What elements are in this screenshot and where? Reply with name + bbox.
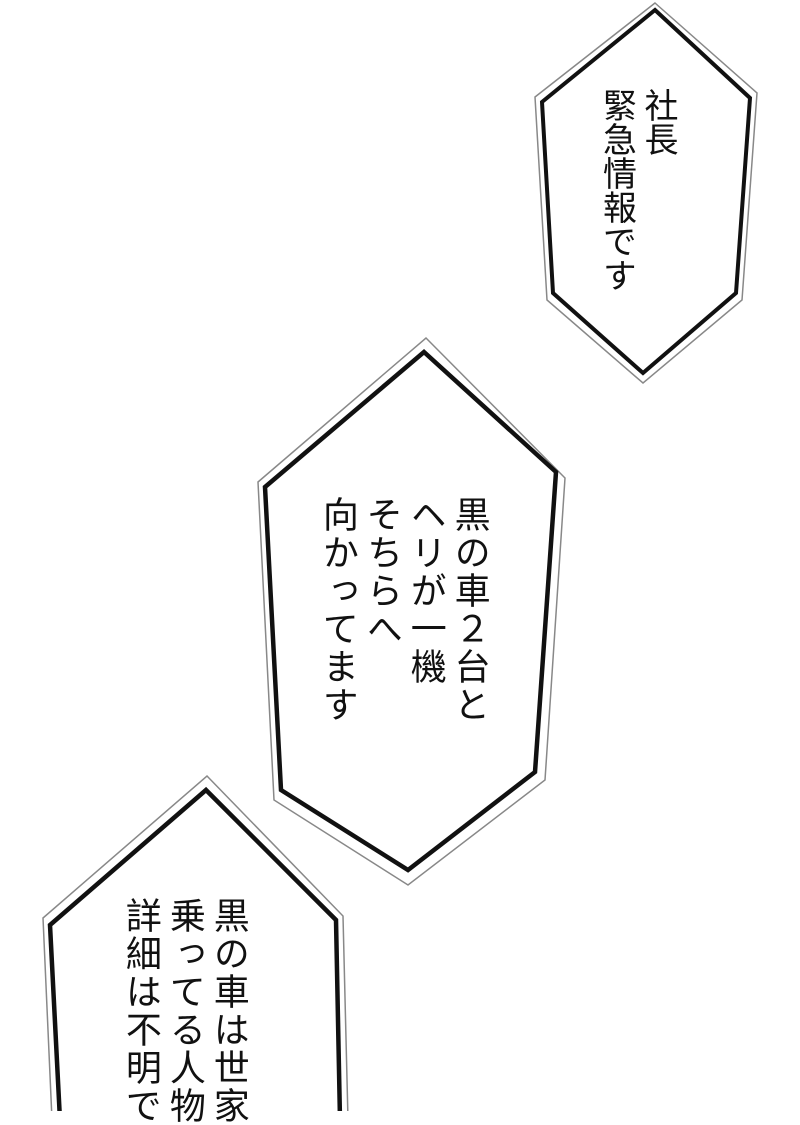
speech-bubble-2-text: 黒の車２台と ヘリが一機 そちらへ 向かってます [316,496,490,724]
speech-bubble-1-text: 社長 緊急情報です [596,88,678,292]
speech-bubble-1-outline [534,2,758,384]
speech-bubble-2-outline [257,336,566,886]
speech-bubble-3-text: 黒の車は世家 乗ってる人物 詳細は不明で [119,897,249,1125]
speech-bubble-3-outline [42,774,349,1111]
